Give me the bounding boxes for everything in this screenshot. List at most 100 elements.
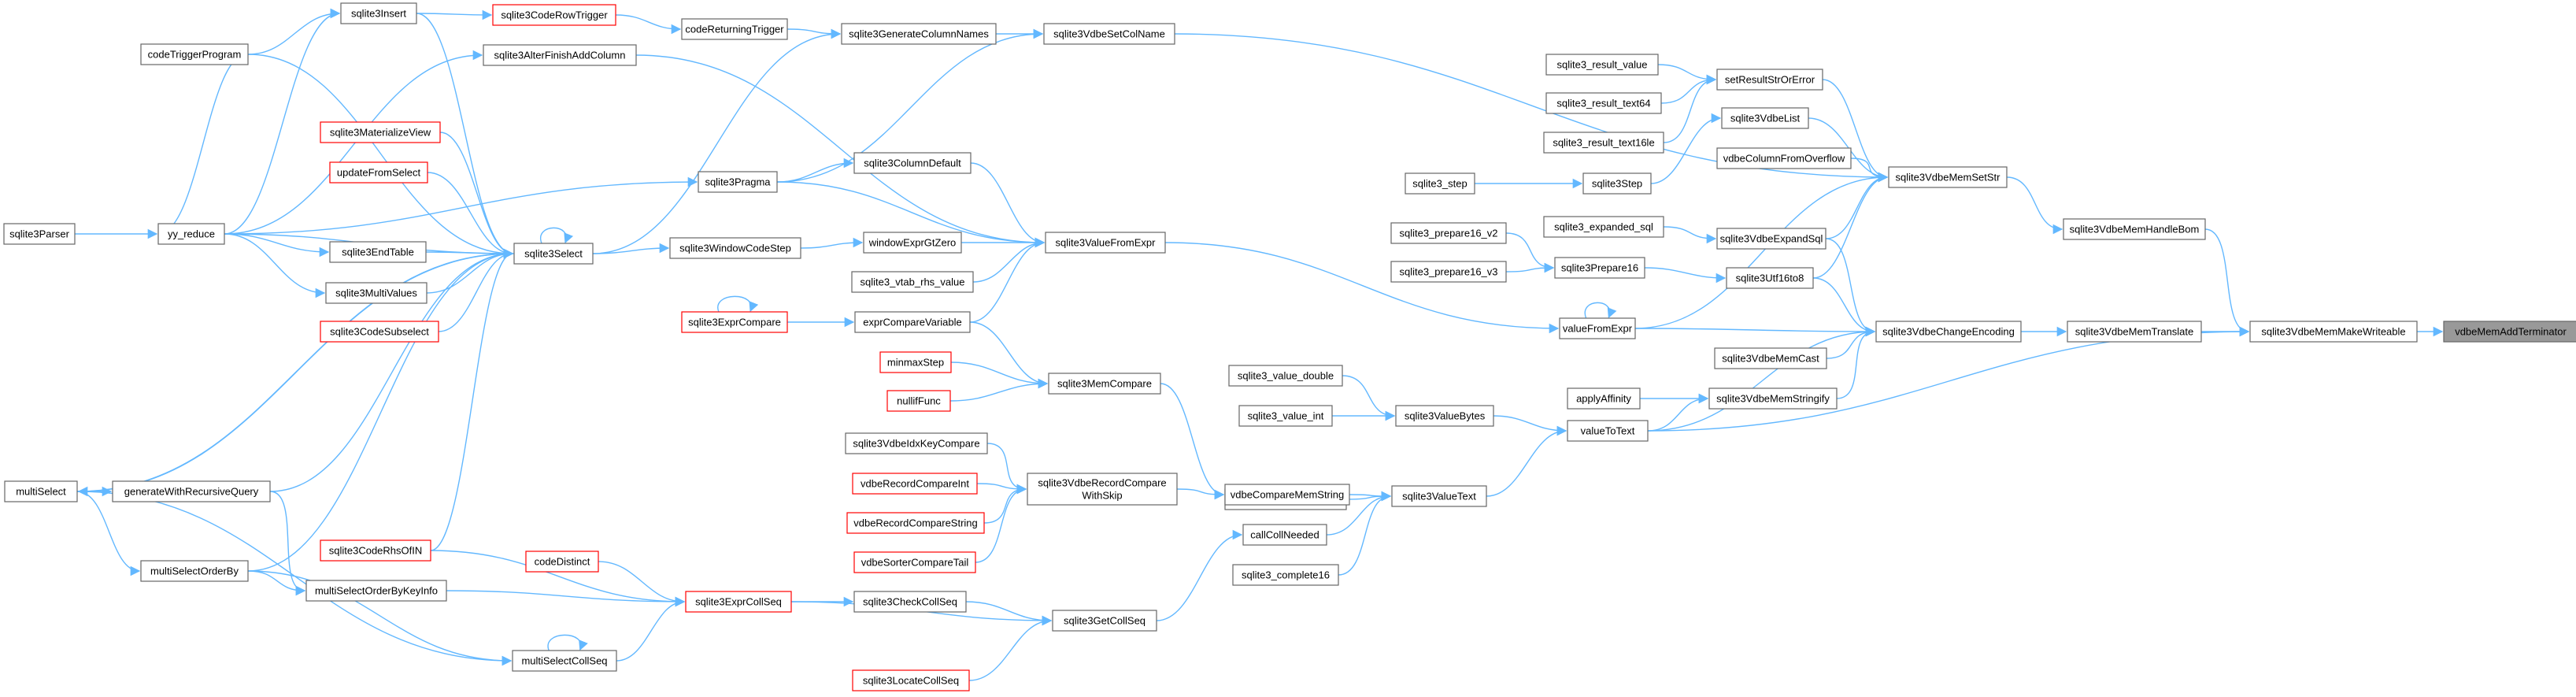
graph-node-vdbeRecordCompareString[interactable]: vdbeRecordCompareString [846, 512, 985, 534]
node-box [681, 18, 788, 40]
graph-node-sqlite3EndTable[interactable]: sqlite3EndTable [329, 241, 427, 263]
call-edge [1825, 238, 1876, 337]
graph-node-sqlite3ValueFromExpr[interactable]: sqlite3ValueFromExpr [1045, 232, 1166, 254]
graph-node-minmaxStep[interactable]: minmaxStep [879, 351, 952, 373]
graph-node-sqlite3WindowCodeStep[interactable]: sqlite3WindowCodeStep [669, 237, 801, 259]
graph-node-multiSelectCollSeq[interactable]: multiSelectCollSeq [512, 650, 617, 672]
graph-node-sqlite3CheckCollSeq[interactable]: sqlite3CheckCollSeq [853, 591, 967, 613]
graph-node-multiSelectOrderByKeyInfo[interactable]: multiSelectOrderByKeyInfo [305, 580, 447, 602]
graph-node-sqlite3LocateCollSeq[interactable]: sqlite3LocateCollSeq [852, 669, 970, 691]
graph-node-exprCompareVariable[interactable]: exprCompareVariable [854, 311, 971, 333]
graph-node-sqlite3ColumnDefault[interactable]: sqlite3ColumnDefault [853, 152, 972, 174]
graph-node-sqlite3_value_int[interactable]: sqlite3_value_int [1238, 405, 1333, 427]
node-box [483, 44, 637, 66]
graph-node-sqlite3VdbeExpandSql[interactable]: sqlite3VdbeExpandSql [1716, 228, 1827, 250]
graph-node-multiSelect[interactable]: multiSelect [4, 480, 78, 502]
graph-node-sqlite3CodeSubselect[interactable]: sqlite3CodeSubselect [320, 321, 439, 343]
graph-node-windowExprGtZero[interactable]: windowExprGtZero [863, 232, 962, 254]
node-box [1238, 405, 1333, 427]
graph-node-sqlite3ExprCollSeq[interactable]: sqlite3ExprCollSeq [685, 591, 792, 613]
node-label: valueToText [1581, 425, 1635, 437]
call-edge [224, 176, 698, 235]
node-box [320, 121, 441, 143]
graph-node-sqlite3VdbeChangeEncoding[interactable]: sqlite3VdbeChangeEncoding [1875, 321, 2022, 343]
graph-node-callCollNeeded[interactable]: callCollNeeded [1242, 524, 1327, 546]
call-edge [1657, 64, 1717, 85]
node-label: sqlite3VdbeMemHandleBom [2070, 224, 2200, 235]
graph-node-setResultStrOrError[interactable]: setResultStrOrError [1716, 69, 1823, 91]
graph-node-sqlite3VdbeMemStringify[interactable]: sqlite3VdbeMemStringify [1708, 387, 1838, 410]
graph-node-sqlite3VdbeMemTranslate[interactable]: sqlite3VdbeMemTranslate [2067, 321, 2202, 343]
graph-node-sqlite3MemCompare[interactable]: sqlite3MemCompare [1048, 373, 1161, 395]
graph-node-sqlite3_step[interactable]: sqlite3_step [1405, 172, 1475, 195]
node-label: sqlite3VdbeList [1730, 113, 1801, 124]
graph-node-sqlite3Parser[interactable]: sqlite3Parser [3, 223, 76, 245]
graph-node-multiSelectOrderBy[interactable]: multiSelectOrderBy [140, 560, 249, 582]
graph-node-codeDistinct[interactable]: codeDistinct [525, 551, 599, 573]
node-label: sqlite3Select [524, 248, 583, 260]
graph-node-valueFromExpr[interactable]: valueFromExpr [1559, 317, 1636, 339]
graph-node-sqlite3_value_double[interactable]: sqlite3_value_double [1228, 365, 1343, 387]
graph-node-vdbeSorterCompareTail[interactable]: vdbeSorterCompareTail [853, 551, 976, 573]
graph-node-sqlite3CodeRowTrigger[interactable]: sqlite3CodeRowTrigger [492, 4, 616, 26]
graph-node-yy_reduce[interactable]: yy_reduce [157, 223, 225, 245]
graph-node-sqlite3GetCollSeq[interactable]: sqlite3GetCollSeq [1052, 610, 1157, 632]
graph-node-sqlite3_result_value[interactable]: sqlite3_result_value [1545, 54, 1659, 76]
graph-node-vdbeColumnFromOverflow[interactable]: vdbeColumnFromOverflow [1716, 147, 1852, 169]
graph-node-sqlite3ValueText[interactable]: sqlite3ValueText [1391, 485, 1487, 507]
graph-node-sqlite3CodeRhsOfIN[interactable]: sqlite3CodeRhsOfIN [320, 539, 431, 562]
graph-node-sqlite3MultiValues[interactable]: sqlite3MultiValues [325, 282, 427, 304]
graph-node-sqlite3_prepare16_v2[interactable]: sqlite3_prepare16_v2 [1390, 222, 1507, 244]
call-edge [2204, 228, 2250, 337]
graph-node-sqlite3_expanded_sql[interactable]: sqlite3_expanded_sql [1543, 216, 1664, 238]
graph-node-sqlite3VdbeSetColName[interactable]: sqlite3VdbeSetColName [1043, 23, 1175, 45]
graph-node-vdbeMemAddTerminator[interactable]: vdbeMemAddTerminator [2443, 321, 2576, 343]
graph-node-applyAffinity[interactable]: applyAffinity [1567, 387, 1641, 410]
graph-node-sqlite3ValueBytes[interactable]: sqlite3ValueBytes [1395, 405, 1494, 427]
graph-node-codeReturningTrigger[interactable]: codeReturningTrigger [681, 18, 788, 40]
call-edge [1338, 491, 1392, 576]
graph-node-sqlite3Select[interactable]: sqlite3Select [513, 243, 594, 265]
graph-node-sqlite3Utf16to8[interactable]: sqlite3Utf16to8 [1726, 267, 1814, 289]
graph-node-sqlite3VdbeMemHandleBom[interactable]: sqlite3VdbeMemHandleBom [2063, 218, 2206, 240]
node-label: sqlite3ValueFromExpr [1056, 237, 1157, 249]
call-edge [247, 8, 341, 55]
graph-node-sqlite3_vtab_rhs_value[interactable]: sqlite3_vtab_rhs_value [851, 271, 974, 293]
graph-node-sqlite3Pragma[interactable]: sqlite3Pragma [698, 171, 778, 193]
node-box [1224, 484, 1350, 506]
node-label: codeReturningTrigger [685, 24, 784, 35]
graph-node-nullifFunc[interactable]: nullifFunc [886, 390, 951, 412]
graph-node-sqlite3Insert[interactable]: sqlite3Insert [340, 2, 417, 24]
graph-node-sqlite3VdbeIdxKeyCompare[interactable]: sqlite3VdbeIdxKeyCompare [845, 432, 988, 454]
call-edge [1505, 262, 1555, 273]
graph-node-generateWithRecursiveQuery[interactable]: generateWithRecursiveQuery [112, 480, 271, 502]
graph-node-sqlite3_complete16[interactable]: sqlite3_complete16 [1232, 564, 1339, 586]
graph-node-sqlite3VdbeMemMakeWriteable[interactable]: sqlite3VdbeMemMakeWriteable [2249, 321, 2418, 343]
graph-node-sqlite3VdbeMemSetStr[interactable]: sqlite3VdbeMemSetStr [1888, 166, 2008, 188]
node-box [1567, 387, 1641, 410]
graph-node-sqlite3VdbeList[interactable]: sqlite3VdbeList [1721, 107, 1809, 129]
graph-node-sqlite3ExprCompare[interactable]: sqlite3ExprCompare [681, 311, 788, 333]
graph-node-sqlite3_prepare16_v3[interactable]: sqlite3_prepare16_v3 [1390, 261, 1507, 283]
node-box [1716, 147, 1852, 169]
call-edge [76, 491, 141, 577]
graph-node-updateFromSelect[interactable]: updateFromSelect [329, 161, 428, 184]
graph-node-sqlite3GenerateColumnNames[interactable]: sqlite3GenerateColumnNames [841, 23, 997, 45]
graph-node-vdbeCompareMemString[interactable]: vdbeCompareMemString [1224, 484, 1350, 506]
graph-node-valueToText[interactable]: valueToText [1567, 420, 1649, 442]
node-box [1582, 172, 1652, 195]
graph-node-sqlite3Step[interactable]: sqlite3Step [1582, 172, 1652, 195]
node-label: sqlite3EndTable [342, 247, 414, 258]
graph-node-sqlite3Prepare16[interactable]: sqlite3Prepare16 [1554, 257, 1645, 279]
graph-node-codeTriggerProgram[interactable]: codeTriggerProgram [140, 43, 249, 65]
graph-node-sqlite3_result_text64[interactable]: sqlite3_result_text64 [1545, 92, 1662, 114]
graph-node-sqlite3MaterializeView[interactable]: sqlite3MaterializeView [320, 121, 441, 143]
call-edge [1812, 172, 1889, 279]
graph-node-sqlite3_result_text16le[interactable]: sqlite3_result_text16le [1543, 132, 1664, 154]
graph-node-sqlite3AlterFinishAddColumn[interactable]: sqlite3AlterFinishAddColumn [483, 44, 637, 66]
graph-node-vdbeRecordCompareInt[interactable]: vdbeRecordCompareInt [852, 473, 978, 495]
graph-node-sqlite3VdbeMemCast[interactable]: sqlite3VdbeMemCast [1714, 347, 1827, 369]
node-box [1390, 222, 1507, 244]
node-label: sqlite3LocateCollSeq [863, 675, 959, 687]
